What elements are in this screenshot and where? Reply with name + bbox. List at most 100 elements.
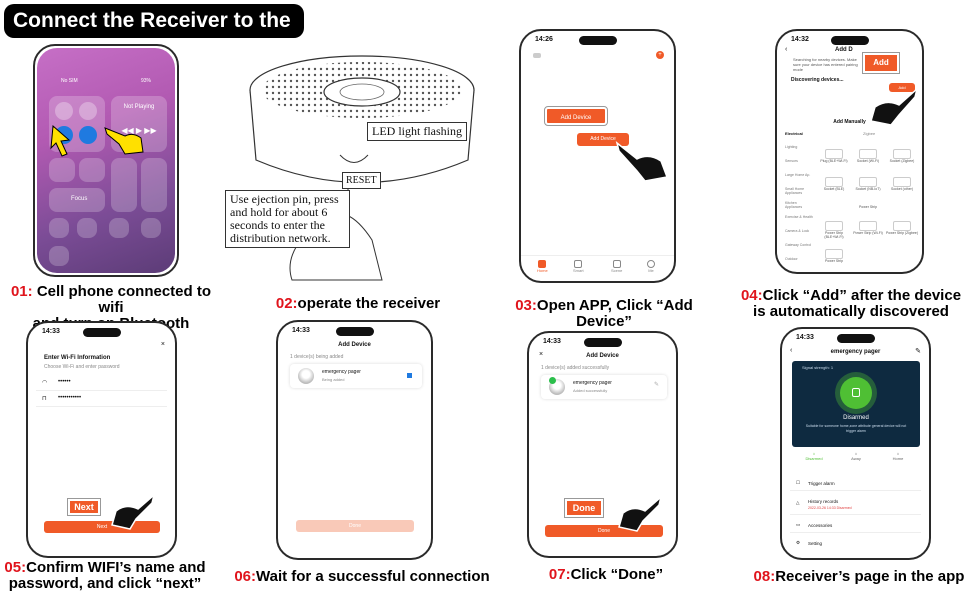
device-type[interactable]: Plug (BLE+Wi-Fi) bbox=[817, 149, 851, 163]
wifi-heading: Enter Wi-Fi Information bbox=[44, 355, 111, 361]
mode-home[interactable]: ⌂Home bbox=[892, 451, 904, 461]
side-category[interactable]: Sensors bbox=[785, 159, 798, 163]
back-icon[interactable]: ‹ bbox=[790, 347, 793, 354]
step-number: 03: bbox=[515, 297, 537, 314]
close-icon[interactable]: × bbox=[160, 341, 165, 348]
device-type[interactable]: Power Strip bbox=[817, 249, 851, 263]
side-category[interactable]: Lighting bbox=[785, 145, 798, 149]
accessories-row[interactable]: ▭ Accessories bbox=[790, 519, 921, 533]
tab-home[interactable]: Home bbox=[537, 260, 548, 273]
state-description: Suitable for someone home,zone attribute… bbox=[805, 424, 907, 433]
side-category[interactable]: Camera & Lock bbox=[785, 229, 810, 233]
password-row[interactable]: ⊓ ••••••••••• bbox=[36, 393, 167, 407]
edit-icon[interactable]: ✎ bbox=[653, 382, 659, 388]
phone-step-8: 14:33 ‹ emergency pager ✎ Signal strengt… bbox=[780, 327, 931, 560]
device-type[interactable]: Socket (Wi-Fi) bbox=[851, 149, 885, 163]
tab-scene[interactable]: Scene bbox=[611, 260, 622, 273]
device-type[interactable]: Power Strip (BLE+Wi-Fi) bbox=[817, 221, 851, 239]
calculator-tile[interactable] bbox=[109, 218, 129, 238]
side-category[interactable]: Gateway Control bbox=[785, 243, 812, 247]
device-type[interactable]: Power Strip (Zigbee) bbox=[885, 221, 919, 235]
step-number: 05: bbox=[4, 559, 27, 576]
page-title: Connect the Receiver to the App bbox=[4, 4, 304, 66]
edit-icon[interactable]: ✎ bbox=[915, 348, 921, 355]
ssid-field[interactable]: •••••• bbox=[58, 379, 71, 385]
receiver-drawing bbox=[249, 55, 475, 281]
caption-line: Receiver’s page in the app bbox=[775, 568, 965, 585]
camera-tile[interactable] bbox=[141, 218, 161, 238]
pointing-hand-icon bbox=[617, 493, 663, 533]
side-category[interactable]: Small Home Appliances bbox=[785, 187, 805, 195]
disarmed-circle[interactable] bbox=[840, 377, 872, 409]
side-category-list: Lighting Sensors Large Home Ap. Small Ho… bbox=[785, 145, 813, 267]
add-small-button[interactable]: Add bbox=[889, 83, 915, 92]
dynamic-island bbox=[830, 36, 869, 45]
history-row[interactable]: △ History records 2022-03-26 14:33 Disar… bbox=[790, 497, 921, 515]
phone-step-1: No SIM 93% Not Playing ◀◀ ▶ ▶▶ Focus bbox=[33, 44, 179, 277]
caption-line: Cell phone connected to wifi bbox=[32, 283, 212, 316]
category-electrical[interactable]: Electrical bbox=[785, 131, 803, 136]
tab-smart[interactable]: Smart bbox=[573, 260, 584, 273]
home-selector-icon[interactable] bbox=[533, 53, 541, 58]
pager-device-icon bbox=[298, 368, 314, 384]
tab-me[interactable]: Me bbox=[647, 260, 655, 273]
device-type[interactable]: Power Strip bbox=[858, 205, 878, 209]
discovering-text: Discovering devices... bbox=[791, 77, 844, 83]
mode-disarmed[interactable]: ⌂Disarmed bbox=[805, 451, 823, 461]
dynamic-island bbox=[82, 328, 121, 337]
device-type[interactable]: Socket (Zigbee) bbox=[885, 149, 919, 163]
password-field[interactable]: ••••••••••• bbox=[58, 395, 82, 401]
device-type[interactable]: Power Strip (Wi-Fi) bbox=[851, 221, 885, 235]
device-type[interactable]: Socket (NB-IoT) bbox=[851, 177, 885, 191]
device-card: emergency pager Being added bbox=[290, 364, 422, 388]
trigger-alarm-row[interactable]: ☐ Trigger alarm bbox=[790, 477, 921, 491]
category-zigbee[interactable]: Zigbee bbox=[863, 131, 876, 136]
now-playing-label: Not Playing bbox=[123, 104, 155, 110]
timer-tile[interactable] bbox=[77, 218, 97, 238]
pointing-hand-icon bbox=[110, 491, 156, 531]
screen-mirror-tile[interactable] bbox=[79, 158, 105, 182]
wifi-icon: ◠ bbox=[42, 380, 48, 386]
caption-line: Wait for a successful connection bbox=[256, 568, 490, 585]
media-controls-icon[interactable]: ◀◀ ▶ ▶▶ bbox=[121, 126, 157, 135]
status-time: 14:26 bbox=[535, 36, 553, 43]
yellow-pointer-icon bbox=[50, 124, 71, 157]
lock-icon: ⊓ bbox=[42, 396, 47, 402]
side-category[interactable]: Outdoor bbox=[785, 257, 798, 261]
wifi-subheading: Choose Wi-Fi and enter password bbox=[44, 364, 120, 370]
side-category[interactable]: Kitchen Appliances bbox=[785, 201, 803, 209]
device-type[interactable]: Socket (BLE) bbox=[817, 177, 851, 191]
brightness-slider[interactable] bbox=[111, 158, 137, 212]
ssid-row[interactable]: ◠ •••••• bbox=[36, 377, 167, 391]
setting-row[interactable]: ⚙ Setting bbox=[796, 540, 823, 546]
step-number: 07: bbox=[548, 566, 571, 583]
focus-tile[interactable]: Focus bbox=[49, 188, 105, 212]
focus-label: Focus bbox=[71, 196, 88, 202]
status-text: 1 device(s) added successfully bbox=[541, 365, 610, 371]
add-device-button[interactable]: Add Device bbox=[577, 133, 629, 146]
side-category[interactable]: Exercise & Health bbox=[785, 215, 813, 219]
flashlight-tile[interactable] bbox=[49, 218, 69, 238]
caption-line: Click “Done” bbox=[570, 566, 664, 583]
bell-icon: △ bbox=[796, 500, 800, 505]
alarm-icon: ☐ bbox=[796, 480, 801, 485]
volume-slider[interactable] bbox=[141, 158, 167, 212]
accessories-icon: ▭ bbox=[796, 522, 801, 527]
airplane-icon[interactable] bbox=[55, 102, 73, 120]
back-icon[interactable]: ‹ bbox=[785, 46, 788, 53]
orientation-lock-tile[interactable] bbox=[49, 158, 75, 182]
step-number: 06: bbox=[234, 568, 256, 585]
device-status: Being added bbox=[322, 377, 345, 382]
plus-icon[interactable]: + bbox=[656, 51, 664, 59]
bluetooth-icon[interactable] bbox=[79, 126, 97, 144]
caption-step-8: 08:Receiver’s page in the app bbox=[752, 569, 966, 585]
side-category[interactable]: Large Home Ap. bbox=[785, 173, 811, 177]
caption-line: Open APP, Click “Add Device” bbox=[536, 297, 693, 330]
qr-scanner-tile[interactable] bbox=[49, 246, 69, 266]
device-type[interactable]: Socket (other) bbox=[885, 177, 919, 191]
close-icon[interactable]: × bbox=[539, 351, 544, 358]
mode-away[interactable]: ⌂Away bbox=[851, 451, 861, 461]
bottom-tab-bar: Home Smart Scene Me bbox=[521, 255, 674, 281]
phone-step-3: 14:26 + Add Device Add Device Home Smart… bbox=[519, 29, 676, 283]
cellular-icon[interactable] bbox=[79, 102, 97, 120]
